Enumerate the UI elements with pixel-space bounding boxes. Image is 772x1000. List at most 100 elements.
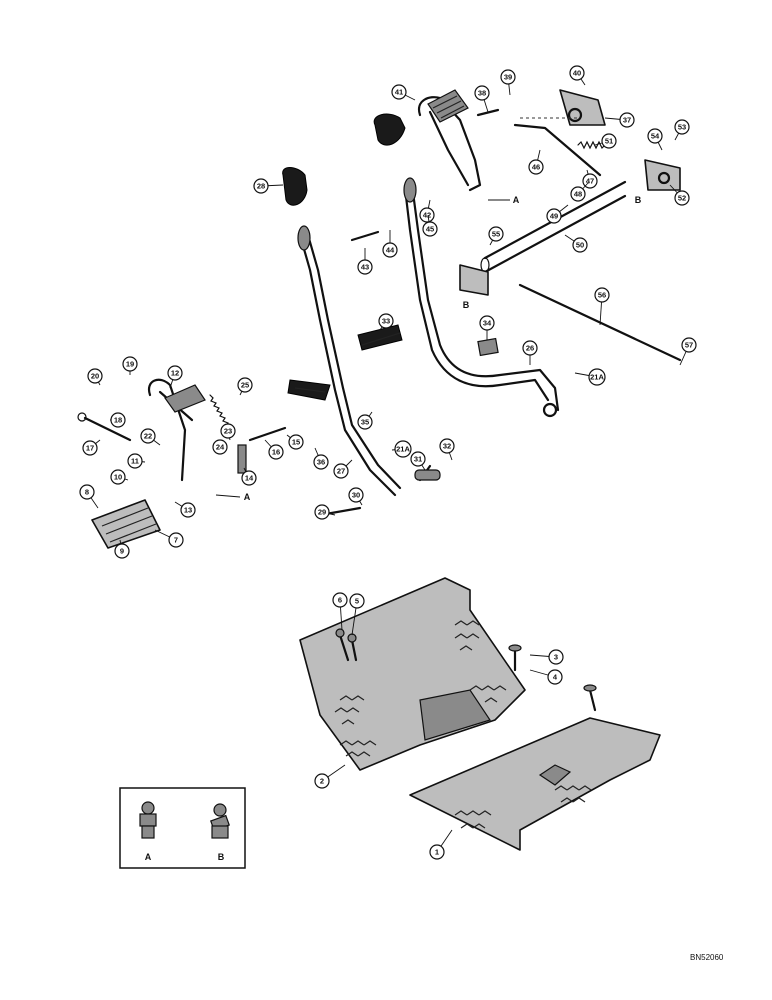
fitting-markers: A B A A B bbox=[215, 195, 642, 502]
callout-number: 36 bbox=[317, 458, 325, 467]
callout-number: 13 bbox=[184, 506, 192, 515]
callout-9: 9 bbox=[114, 539, 130, 559]
callout-36: 36 bbox=[313, 447, 329, 470]
callout-circle bbox=[488, 226, 504, 242]
callout-number: 17 bbox=[86, 444, 94, 453]
callout-circle bbox=[237, 377, 253, 393]
callout-circle bbox=[601, 133, 617, 149]
fitting-letter: B bbox=[463, 300, 470, 310]
callout-circle bbox=[314, 773, 330, 789]
callout-33: 33 bbox=[378, 313, 394, 331]
fitting-letter: B bbox=[635, 195, 642, 205]
callout-circle bbox=[479, 315, 495, 331]
callout-number: 33 bbox=[382, 317, 390, 326]
callout-circle bbox=[569, 65, 585, 81]
callout-circle bbox=[288, 434, 304, 450]
callout-22: 22 bbox=[140, 428, 161, 446]
callout-number: 21A bbox=[396, 445, 410, 454]
callout-15: 15 bbox=[286, 434, 304, 450]
callout-circle bbox=[394, 440, 412, 458]
callout-circle bbox=[572, 237, 588, 253]
callout-26: 26 bbox=[522, 340, 538, 365]
callout-number: 22 bbox=[144, 432, 152, 441]
floor-plate-1 bbox=[409, 717, 661, 851]
callout-27: 27 bbox=[333, 459, 353, 479]
callout-46: 46 bbox=[528, 149, 544, 175]
callout-number: 5 bbox=[355, 597, 359, 606]
callout-40: 40 bbox=[569, 65, 586, 86]
callout-circle bbox=[122, 356, 138, 372]
clutch-pedal-left bbox=[77, 225, 441, 549]
callout-number: 57 bbox=[685, 341, 693, 350]
callout-13: 13 bbox=[174, 501, 196, 518]
callout-number: 29 bbox=[318, 508, 326, 517]
callout-circle bbox=[674, 190, 690, 206]
callout-24: 24 bbox=[212, 439, 228, 455]
callout-number: 41 bbox=[395, 88, 403, 97]
callout-number: 4 bbox=[553, 673, 558, 682]
callout-number: 49 bbox=[550, 212, 558, 221]
callout-7: 7 bbox=[154, 529, 184, 548]
callout-23: 23 bbox=[220, 423, 236, 441]
callout-49: 49 bbox=[546, 204, 569, 224]
callout-circle bbox=[212, 439, 228, 455]
callout-8: 8 bbox=[79, 484, 99, 509]
callout-circle bbox=[82, 440, 98, 456]
callout-number: 37 bbox=[623, 116, 631, 125]
callout-number: 32 bbox=[443, 442, 451, 451]
callout-circle bbox=[419, 207, 435, 223]
callout-circle bbox=[588, 368, 606, 386]
callout-number: 34 bbox=[483, 319, 492, 328]
callout-10: 10 bbox=[110, 469, 129, 485]
callout-number: 40 bbox=[573, 69, 581, 78]
callout-16: 16 bbox=[264, 439, 284, 460]
callout-number: 54 bbox=[651, 132, 660, 141]
callout-circle bbox=[429, 844, 445, 860]
callout-number: 21A bbox=[590, 373, 604, 382]
fitting-letter: A bbox=[513, 195, 520, 205]
callout-circle bbox=[79, 484, 95, 500]
inset-label: B bbox=[218, 852, 225, 862]
callout-43: 43 bbox=[357, 248, 373, 275]
callout-circle bbox=[180, 502, 196, 518]
callout-circle bbox=[674, 119, 690, 135]
figure-code: BN52060 bbox=[690, 953, 724, 962]
callout-circle bbox=[522, 340, 538, 356]
callout-circle bbox=[681, 337, 697, 353]
callout-25: 25 bbox=[237, 377, 253, 396]
callout-circle bbox=[548, 649, 564, 665]
callout-34: 34 bbox=[479, 315, 495, 340]
callout-number: 52 bbox=[678, 194, 686, 203]
callout-circle bbox=[167, 365, 183, 381]
callout-circle bbox=[268, 444, 284, 460]
callout-21a: 21A bbox=[391, 440, 412, 458]
callout-circle bbox=[357, 259, 373, 275]
callout-number: 25 bbox=[241, 381, 249, 390]
callout-circle bbox=[220, 423, 236, 439]
callout-circle bbox=[528, 159, 544, 175]
callout-30: 30 bbox=[348, 487, 364, 506]
callout-20: 20 bbox=[87, 368, 103, 386]
pedal-rubber-pad bbox=[282, 167, 308, 206]
callout-circle bbox=[422, 221, 438, 237]
callout-4: 4 bbox=[529, 669, 563, 685]
callout-number: 46 bbox=[532, 163, 540, 172]
callout-number: 51 bbox=[605, 137, 613, 146]
callout-number: 42 bbox=[423, 211, 431, 220]
fittings-inset: A B bbox=[119, 787, 246, 869]
callout-18: 18 bbox=[110, 412, 126, 428]
callout-circle bbox=[313, 454, 329, 470]
callout-35: 35 bbox=[357, 411, 373, 430]
callout-number: 15 bbox=[292, 438, 300, 447]
callout-32: 32 bbox=[439, 438, 455, 461]
callout-circle bbox=[314, 504, 330, 520]
callout-circle bbox=[378, 313, 394, 329]
callout-5: 5 bbox=[349, 593, 365, 636]
callout-circle bbox=[570, 186, 586, 202]
callout-6: 6 bbox=[332, 592, 348, 631]
callout-44: 44 bbox=[382, 230, 398, 258]
callout-number: 14 bbox=[245, 474, 254, 483]
callout-52: 52 bbox=[669, 184, 690, 206]
callout-38: 38 bbox=[474, 85, 490, 113]
callout-2: 2 bbox=[314, 764, 346, 789]
